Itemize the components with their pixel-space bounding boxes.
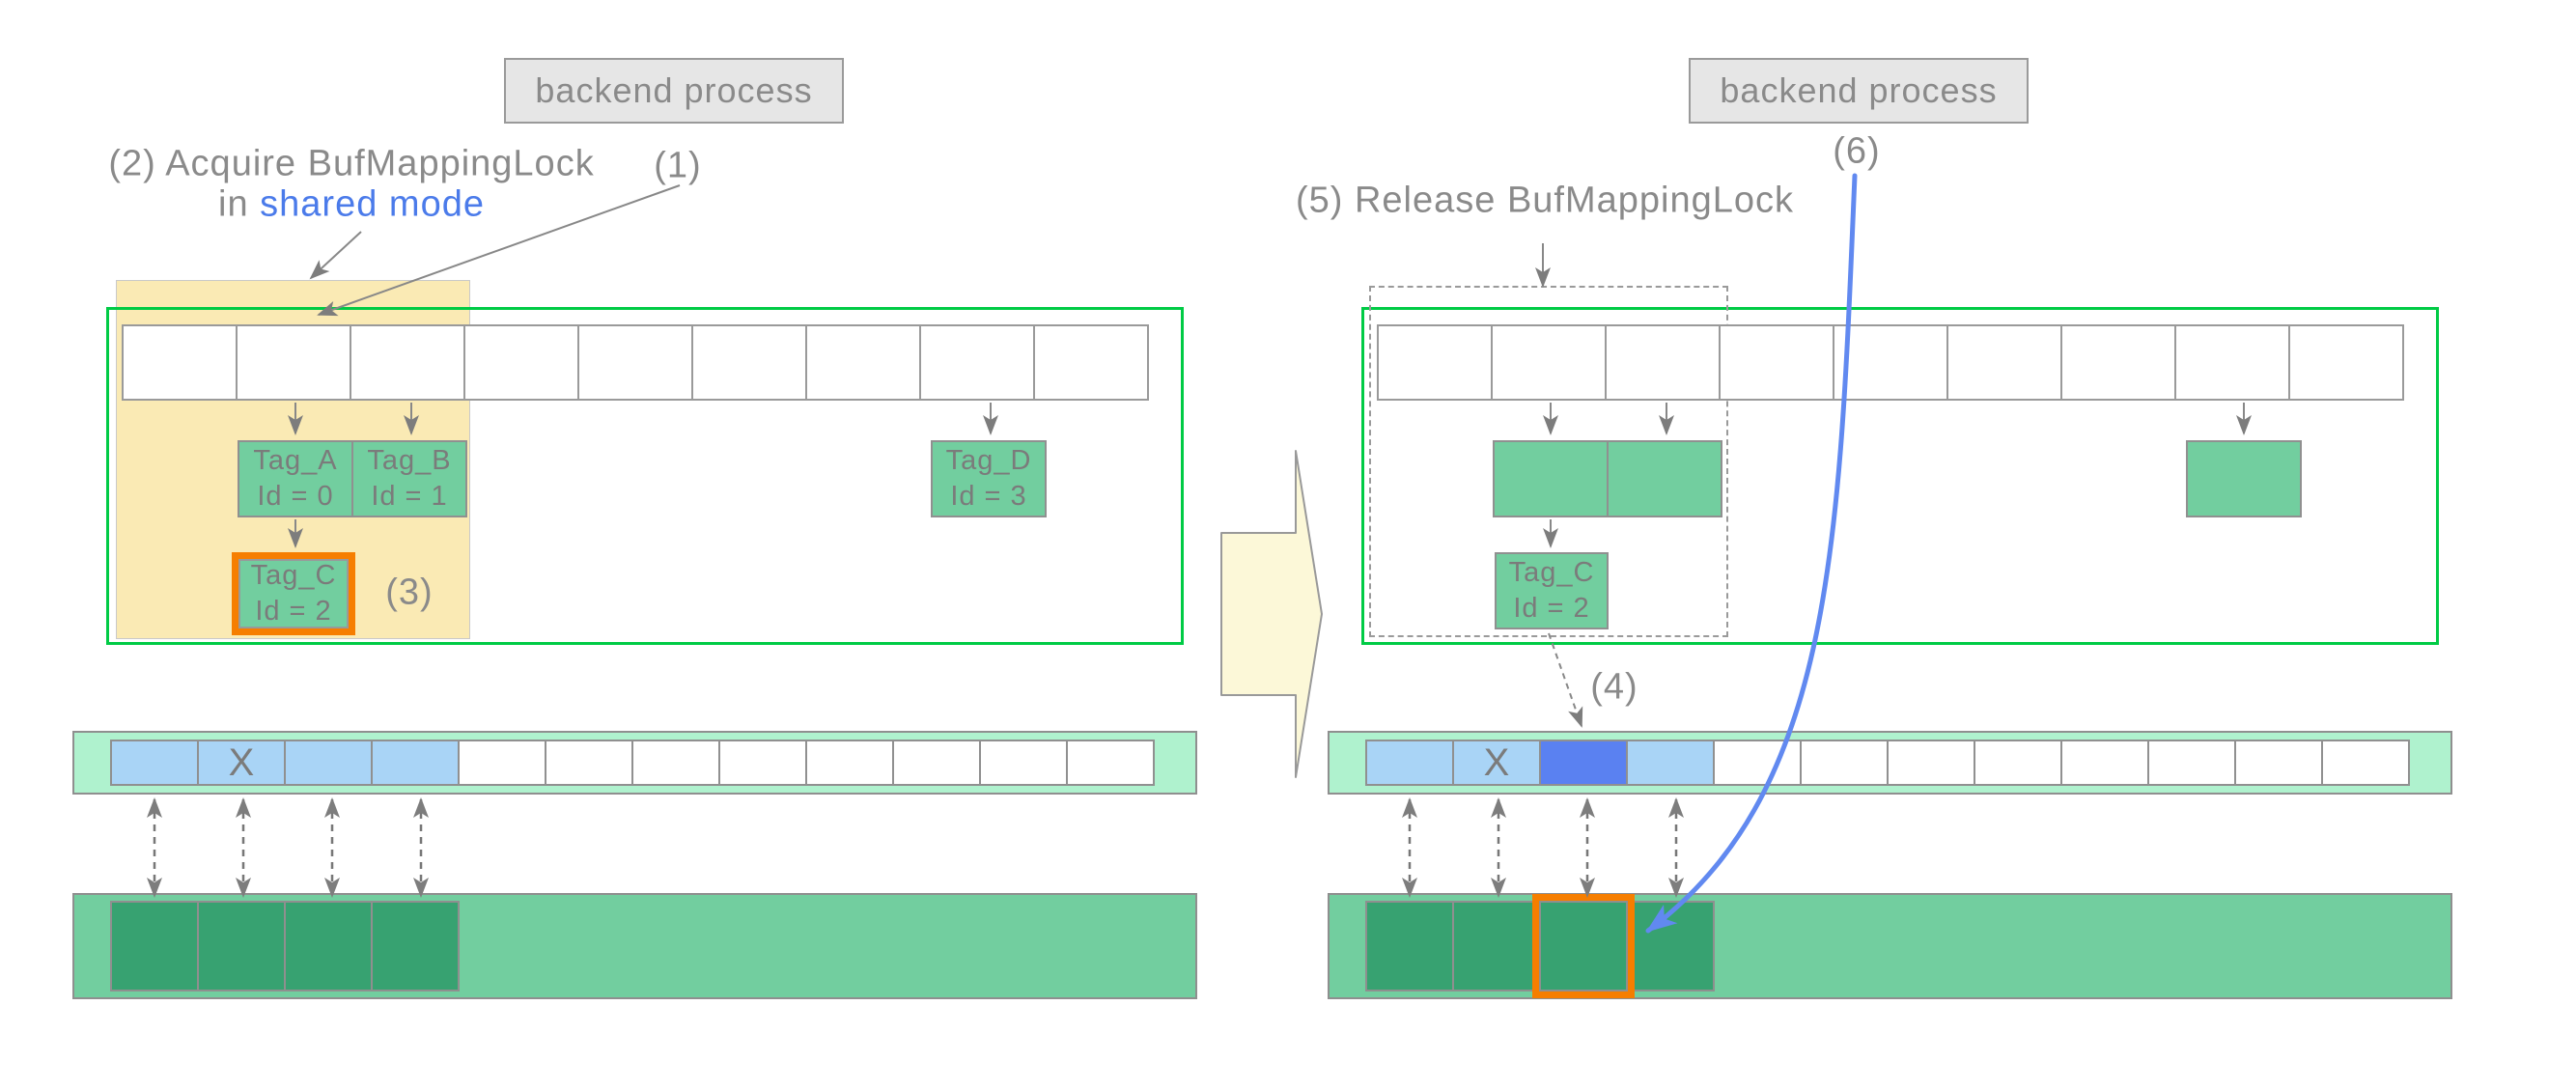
buffer-descriptor-cell	[1066, 740, 1155, 786]
hash-bucket-cell	[463, 324, 579, 401]
buffer-descriptor-cell	[1713, 740, 1802, 786]
tag-a-box: Tag_A Id = 0	[238, 440, 353, 517]
buffer-descriptor-cell	[1974, 740, 2062, 786]
buffer-pool-page	[110, 901, 199, 991]
tag-pair-left-box	[1493, 440, 1609, 517]
hash-bucket-cell	[236, 324, 351, 401]
buffer-descriptor-cell	[1539, 740, 1628, 786]
buffer-descriptor-cell	[979, 740, 1068, 786]
hash-bucket-cell	[122, 324, 238, 401]
buffer-pool-page	[1365, 901, 1454, 991]
hash-bucket-row-right	[1377, 324, 2404, 401]
tag-d-box: Tag_D Id = 3	[931, 440, 1047, 517]
tag-c-id: Id = 2	[255, 596, 332, 627]
hash-bucket-cell	[1833, 324, 1948, 401]
step3-label: (3)	[385, 572, 434, 613]
buffer-pool-page	[1452, 901, 1541, 991]
buffer-descriptor-cells-right: X	[1365, 740, 2410, 786]
hash-bucket-row-left	[122, 324, 1149, 401]
buffer-descriptor-cell	[2060, 740, 2149, 786]
buffer-descriptor-cell	[1365, 740, 1454, 786]
buffer-descriptor-cell	[110, 740, 199, 786]
buffer-descriptor-cell	[892, 740, 981, 786]
acquire-lock-label: (2) Acquire BufMappingLock	[108, 143, 595, 184]
shared-mode-text: shared mode	[260, 183, 485, 225]
tag-c-right-id: Id = 2	[1513, 593, 1590, 624]
tag-c-box-right: Tag_C Id = 2	[1495, 552, 1609, 629]
buffer-descriptor-cell	[805, 740, 894, 786]
hash-bucket-cell	[1605, 324, 1721, 401]
hash-bucket-cell	[1377, 324, 1493, 401]
buffer-descriptor-cell	[2147, 740, 2236, 786]
hash-bucket-cell	[919, 324, 1035, 401]
buffer-pool-page	[1539, 901, 1628, 991]
buffer-descriptor-cell	[718, 740, 807, 786]
hash-bucket-cell	[805, 324, 921, 401]
step4-label: (4)	[1590, 666, 1638, 708]
buffer-pool-page	[284, 901, 373, 991]
step1-label: (1)	[654, 145, 702, 186]
buffer-descriptor-cell	[1887, 740, 1975, 786]
buffer-descriptor-cell	[545, 740, 633, 786]
tag-a-name: Tag_A	[253, 445, 338, 476]
tag-d-name: Tag_D	[945, 445, 1032, 476]
buffer-pool-page	[197, 901, 286, 991]
tag-b-box: Tag_B Id = 1	[351, 440, 467, 517]
tag-b-name: Tag_B	[367, 445, 452, 476]
buffer-pool-cells-right	[1365, 901, 1715, 991]
release-lock-label: (5) Release BufMappingLock	[1295, 180, 1795, 221]
buffer-descriptor-cell	[1626, 740, 1715, 786]
tag-d-box-right	[2186, 440, 2302, 517]
hash-bucket-cell	[1033, 324, 1149, 401]
buffer-descriptor-cell	[2234, 740, 2323, 786]
tag-d-id: Id = 3	[950, 481, 1027, 512]
buffer-pool-bar-right	[1328, 893, 2452, 999]
hash-bucket-cell	[691, 324, 807, 401]
buffer-pool-cells-left	[110, 901, 460, 991]
buffer-descriptor-cell	[458, 740, 546, 786]
buffer-descriptor-cell: X	[197, 740, 286, 786]
step2-arrow	[309, 231, 362, 280]
hash-bucket-cell	[1491, 324, 1607, 401]
buffer-descriptor-cell	[371, 740, 460, 786]
buffer-descriptor-cell	[631, 740, 720, 786]
hash-bucket-cell	[2288, 324, 2404, 401]
buffer-pool-bar-left	[72, 893, 1197, 999]
tag-a-id: Id = 0	[257, 481, 334, 512]
backend-process-box-left: backend process	[504, 58, 844, 124]
tag-b-id: Id = 1	[371, 481, 448, 512]
panel-transition-arrow	[1220, 450, 1323, 778]
buffer-table-right	[1361, 307, 2439, 645]
in-text: in	[218, 183, 261, 225]
backend-process-label: backend process	[1720, 70, 1998, 110]
buffer-descriptor-cell: X	[1452, 740, 1541, 786]
tag-c-name: Tag_C	[250, 560, 337, 591]
tag-pair-right-box	[1607, 440, 1722, 517]
buffer-descriptor-cells-left: X	[110, 740, 1155, 786]
step4-dashed-arrow	[1548, 632, 1583, 728]
buffer-descriptors-bar-right: X	[1328, 731, 2452, 795]
buffer-descriptor-cell	[2321, 740, 2410, 786]
shared-mode-line: in shared mode	[218, 184, 485, 226]
hash-bucket-cell	[350, 324, 465, 401]
hash-bucket-cell	[2060, 324, 2176, 401]
tag-c-right-name: Tag_C	[1508, 557, 1595, 588]
hash-bucket-cell	[1719, 324, 1834, 401]
buffer-descriptor-cell	[1800, 740, 1889, 786]
backend-process-label: backend process	[535, 70, 813, 110]
hash-bucket-cell	[577, 324, 693, 401]
buffer-pool-page	[371, 901, 460, 991]
buffer-pool-page	[1626, 901, 1715, 991]
buffer-descriptors-bar-left: X	[72, 731, 1197, 795]
hash-bucket-cell	[1946, 324, 2062, 401]
step6-label: (6)	[1833, 130, 1881, 172]
buffer-descriptor-cell	[284, 740, 373, 786]
backend-process-box-right: backend process	[1689, 58, 2029, 124]
hash-bucket-cell	[2174, 324, 2290, 401]
tag-c-box-highlighted: Tag_C Id = 2	[232, 552, 355, 635]
